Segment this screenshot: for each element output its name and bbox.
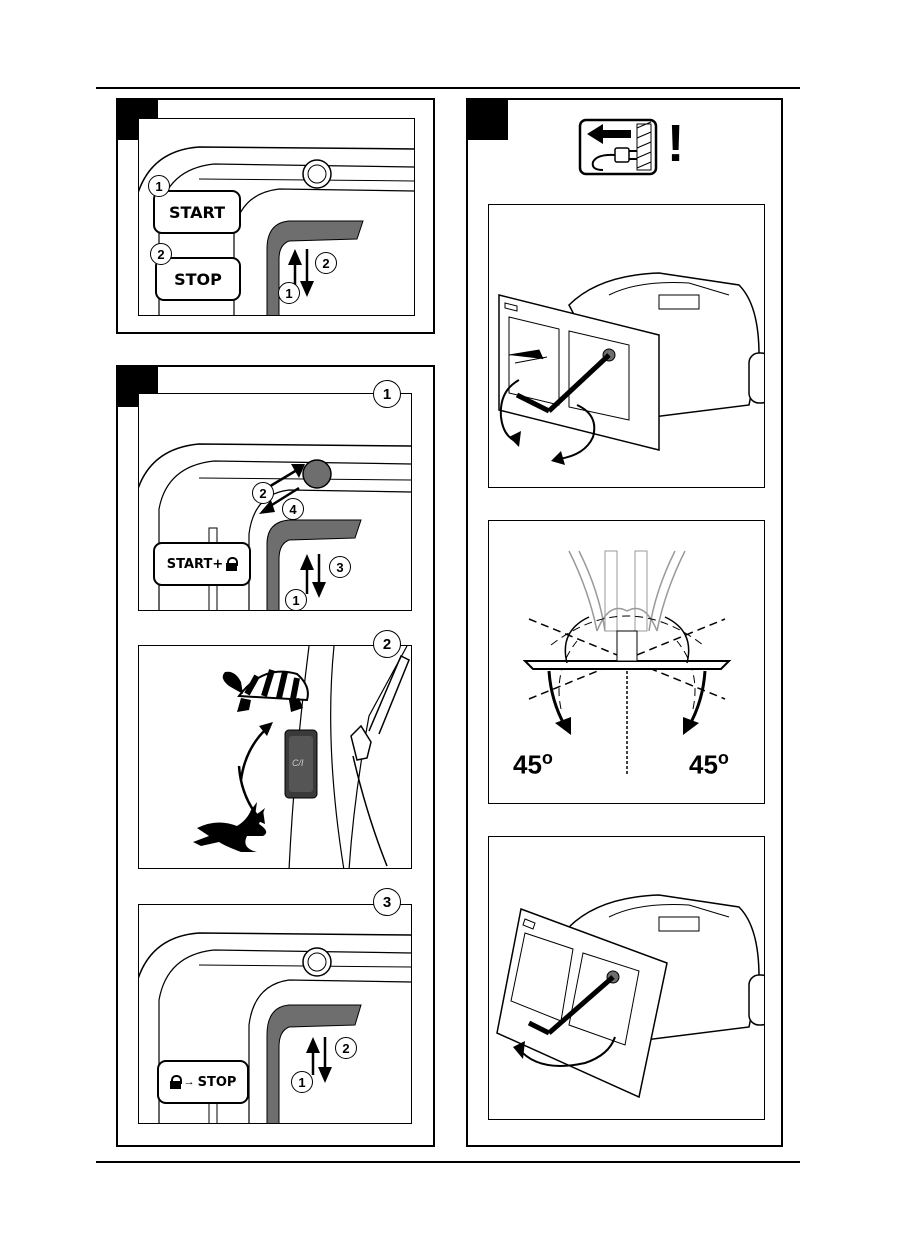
panel-a: START STOP 1 2 1 2: [116, 98, 435, 334]
angle-left-unit: o: [542, 748, 553, 768]
panel-b-sub2: C/I: [138, 645, 412, 869]
arrow-down-badge: 2: [315, 252, 337, 274]
lock-icon: [170, 1075, 181, 1089]
turtle-icon: [223, 670, 308, 712]
panel-c-sub1: [488, 204, 765, 488]
panel-c: !: [466, 98, 783, 1147]
angle-right-unit: o: [718, 748, 729, 768]
sub1-step-1: 1: [285, 589, 307, 611]
start-lock-label: START+: [167, 557, 223, 572]
angle-right-label: 45o: [689, 743, 729, 780]
angle-left-label: 45o: [513, 743, 553, 780]
angle-right-value: 45: [689, 750, 718, 780]
arrow-right-icon: →: [184, 1076, 195, 1088]
panel-a-illustration: START STOP 1 2 1 2: [138, 118, 415, 316]
panel-c-corner-tab: [466, 98, 508, 140]
panel-b-sub3: → STOP 1 2: [138, 904, 412, 1124]
sub3-index-badge: 3: [373, 888, 401, 916]
unplug-warning-icon: [579, 118, 659, 176]
panel-c-sub3: [488, 836, 765, 1120]
stop-button-label: STOP: [174, 270, 222, 289]
lock-stop-label: STOP: [198, 1075, 237, 1090]
angle-left-value: 45: [513, 750, 542, 780]
lock-icon: [226, 557, 237, 571]
sub1-index-badge: 1: [373, 380, 401, 408]
sub1-step-3: 3: [329, 556, 351, 578]
step-badge-2: 2: [150, 243, 172, 265]
panel-c-sub1-drawing: [489, 205, 765, 488]
unplug-warning: [579, 118, 659, 176]
panel-b-sub2-drawing: [139, 646, 412, 869]
switch-mark: C/I: [292, 758, 304, 768]
start-button[interactable]: START: [153, 190, 241, 234]
top-rule: [96, 87, 800, 89]
sub3-step-2: 2: [335, 1037, 357, 1059]
sub1-step-4: 4: [282, 498, 304, 520]
lock-stop-button[interactable]: → STOP: [157, 1060, 249, 1104]
panel-c-sub3-drawing: [489, 837, 765, 1120]
warning-mark: !: [667, 114, 684, 174]
panel-b: START+ 2 4 1 3 1: [116, 365, 435, 1147]
start-lock-button[interactable]: START+: [153, 542, 251, 586]
sub1-step-2: 2: [252, 482, 274, 504]
bottom-rule: [96, 1161, 800, 1163]
panel-b-sub1: START+ 2 4 1 3: [138, 393, 412, 611]
hare-icon: [193, 802, 266, 852]
sub3-step-1: 1: [291, 1071, 313, 1093]
panel-c-sub2: 45o 45o: [488, 520, 765, 804]
sub2-index-badge: 2: [373, 630, 401, 658]
stop-button[interactable]: STOP: [155, 257, 241, 301]
step-badge-1: 1: [148, 175, 170, 197]
arrow-up-badge: 1: [278, 282, 300, 304]
start-button-label: START: [169, 203, 225, 222]
power-knob-pressed-icon: [303, 460, 331, 488]
